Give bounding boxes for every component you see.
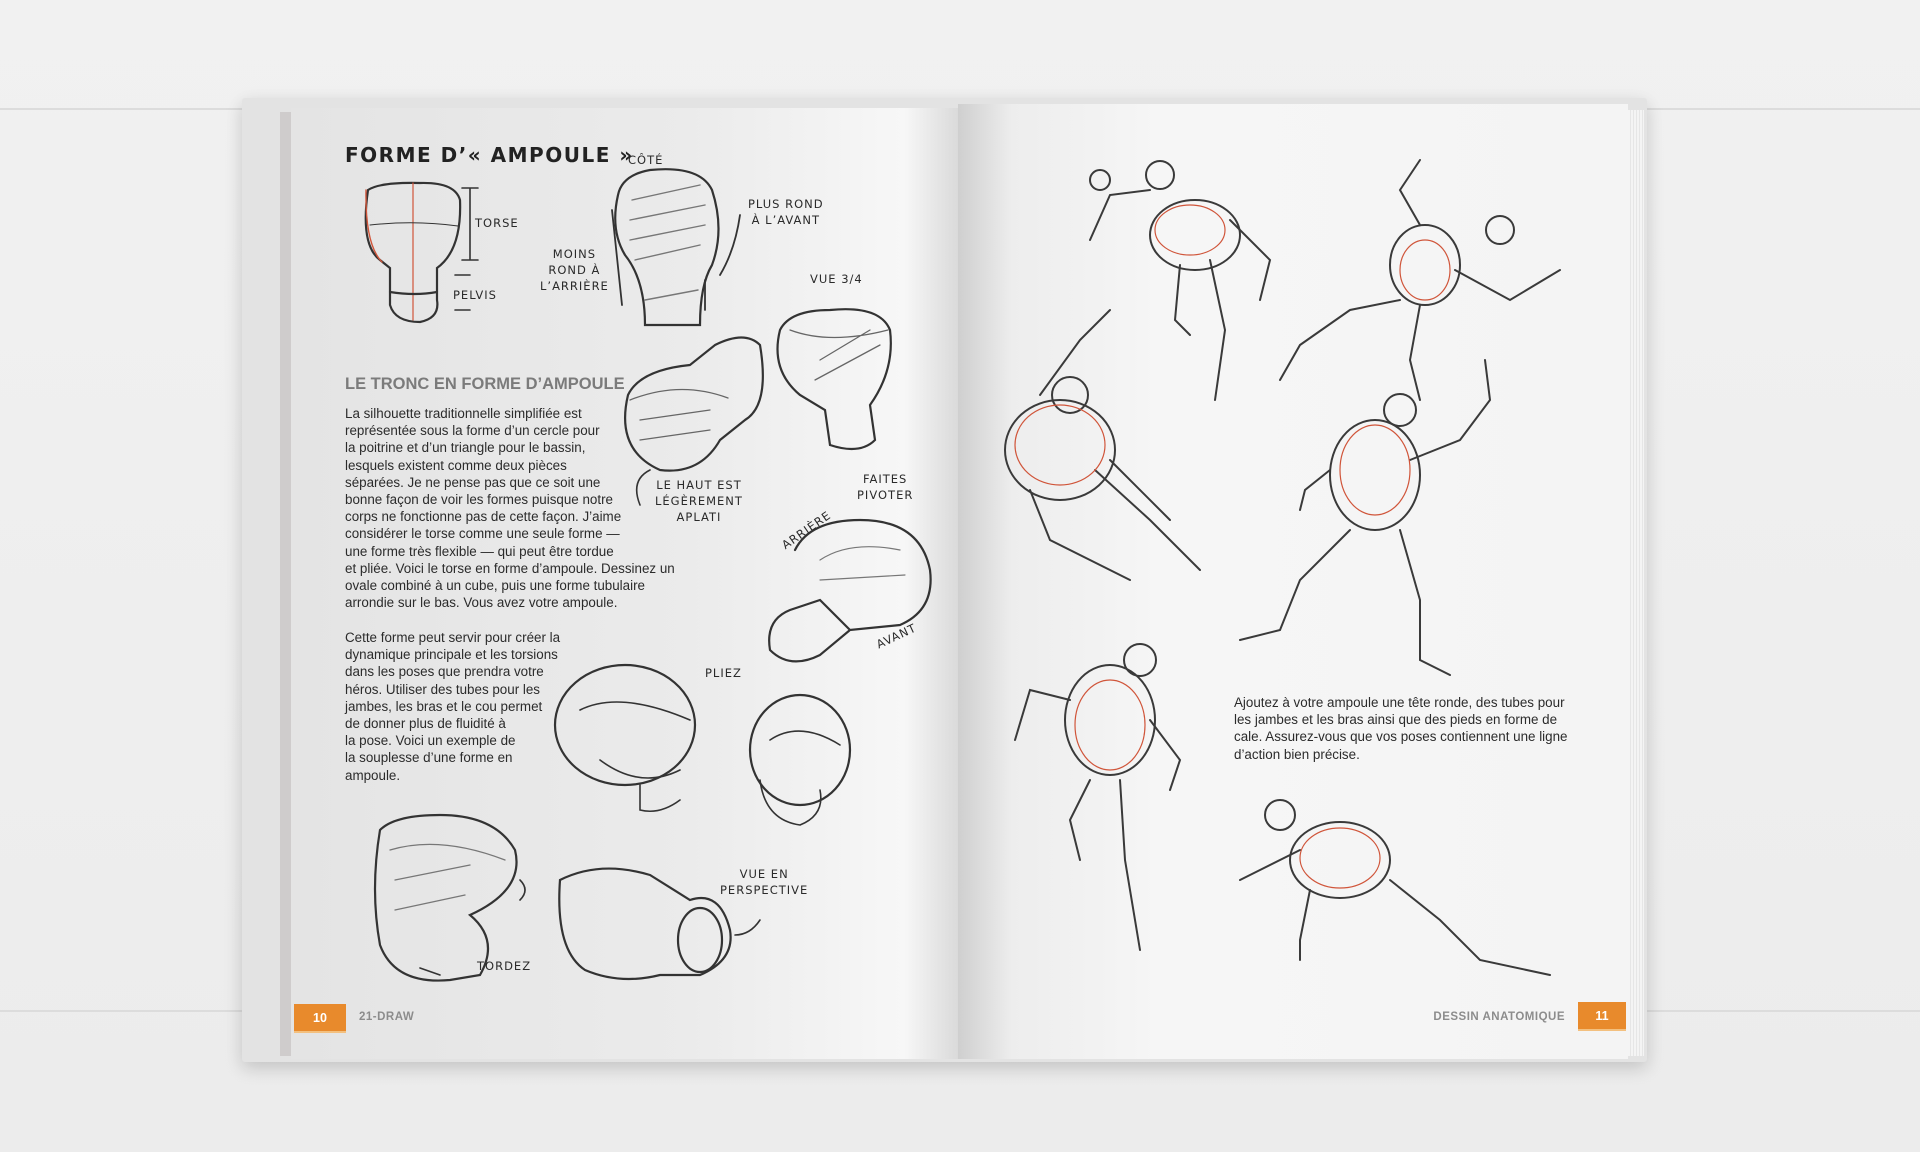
- figure-sketch: [1279, 159, 1561, 401]
- label-torse: TORSE: [475, 216, 519, 230]
- right-caption: Ajoutez à votre ampoule une tête ronde, …: [1234, 694, 1568, 763]
- text-line: ovale combiné à un cube, puis une forme …: [345, 578, 645, 594]
- page-title: FORME D’« AMPOULE »: [345, 143, 634, 167]
- page-edges-left: [280, 112, 291, 1056]
- running-head-right: DESSIN ANATOMIQUE: [1433, 1011, 1565, 1023]
- page-edges-right: [1628, 110, 1644, 1056]
- text-line: ampoule.: [345, 767, 401, 783]
- text-line: et pliée. Voici le torse en forme d’ampo…: [345, 560, 675, 576]
- paragraph-1: La silhouette traditionnelle simplifiée …: [345, 405, 675, 611]
- figure-sketch: [1004, 309, 1201, 581]
- label-moins-rond: MOINS ROND À L’ARRIÈRE: [540, 247, 609, 293]
- text-line: Ajoutez à votre ampoule une tête ronde, …: [1234, 695, 1565, 710]
- running-head-left: 21-DRAW: [359, 1011, 415, 1023]
- label-cote: CÔTÉ: [628, 153, 664, 167]
- label-vue-perspective: VUE EN PERSPECTIVE: [720, 867, 809, 897]
- bulb-perspective-sketch: [558, 867, 761, 981]
- text-line: Cette forme peut servir pour créer la: [345, 630, 561, 645]
- text-line: de donner plus de fluidité à: [345, 716, 506, 732]
- label-pliez: PLIEZ: [705, 666, 742, 680]
- label-haut-aplati: LE HAUT EST LÉGÈREMENT APLATI: [655, 478, 743, 524]
- text-line: lesquels existent comme deux pièces: [345, 457, 567, 473]
- text-line: la poitrine et d’un triangle pour le bas…: [345, 440, 586, 456]
- text-line: bonne façon de voir les formes puisque n…: [345, 492, 613, 508]
- text-line: dynamique principale et les torsions: [345, 647, 558, 663]
- text-line: d’action bien précise.: [1234, 746, 1360, 762]
- bulb-flattened-top-sketch: [624, 336, 764, 506]
- label-tordez: TORDEZ: [477, 959, 532, 973]
- label-faites-pivoter: FAITES PIVOTER: [857, 472, 914, 502]
- left-page: [291, 108, 958, 1059]
- label-plus-rond: PLUS ROND À L’AVANT: [748, 197, 824, 227]
- bulb-front-sketch: [364, 181, 479, 324]
- bulb-bend-sketches: [553, 663, 852, 826]
- text-line: la pose. Voici un exemple de: [345, 733, 516, 749]
- label-vue-3-4: VUE 3/4: [810, 272, 863, 286]
- page-number-left: 10: [294, 1004, 346, 1033]
- text-line: représentée sous la forme d’un cercle po…: [345, 423, 600, 439]
- text-line: cale. Assurez-vous que vos poses contien…: [1234, 729, 1568, 745]
- bulb-pivot-sketch: [768, 518, 932, 663]
- figure-sketch: [1239, 359, 1492, 676]
- text-line: arrondie sur le bas. Vous avez votre amp…: [345, 595, 618, 611]
- bulb-twist-sketch: [373, 813, 526, 982]
- text-line: dans les poses que prendra votre: [345, 664, 544, 680]
- label-pelvis: PELVIS: [453, 288, 497, 302]
- text-line: considérer le torse comme une seule form…: [345, 526, 620, 542]
- figure-sketch: [1089, 160, 1272, 401]
- text-line: corps ne fonctionne pas de cette façon. …: [345, 509, 622, 525]
- text-line: une forme très flexible — qui peut être …: [345, 543, 614, 559]
- page-number-right: 11: [1578, 1002, 1626, 1031]
- bulb-three-quarter-sketch: [776, 308, 892, 451]
- right-page: [958, 104, 1628, 1059]
- figure-sketch: [1014, 643, 1182, 951]
- paragraph-2: Cette forme peut servir pour créer la dy…: [345, 629, 560, 784]
- text-line: séparées. Je ne pense pas que ce soit un…: [345, 474, 601, 490]
- text-line: les jambes et les bras ainsi que des pie…: [1234, 712, 1558, 728]
- figure-sketch: [1239, 799, 1551, 976]
- bulb-side-sketch: [611, 168, 741, 327]
- text-line: jambes, les bras et le cou permet: [345, 698, 543, 714]
- section-heading: LE TRONC EN FORME D’AMPOULE: [345, 375, 625, 393]
- text-line: héros. Utiliser des tubes pour les: [345, 681, 541, 697]
- text-line: la souplesse d’une forme en: [345, 750, 513, 766]
- text-line: La silhouette traditionnelle simplifiée …: [345, 406, 582, 421]
- figure-sketches: [1004, 159, 1561, 976]
